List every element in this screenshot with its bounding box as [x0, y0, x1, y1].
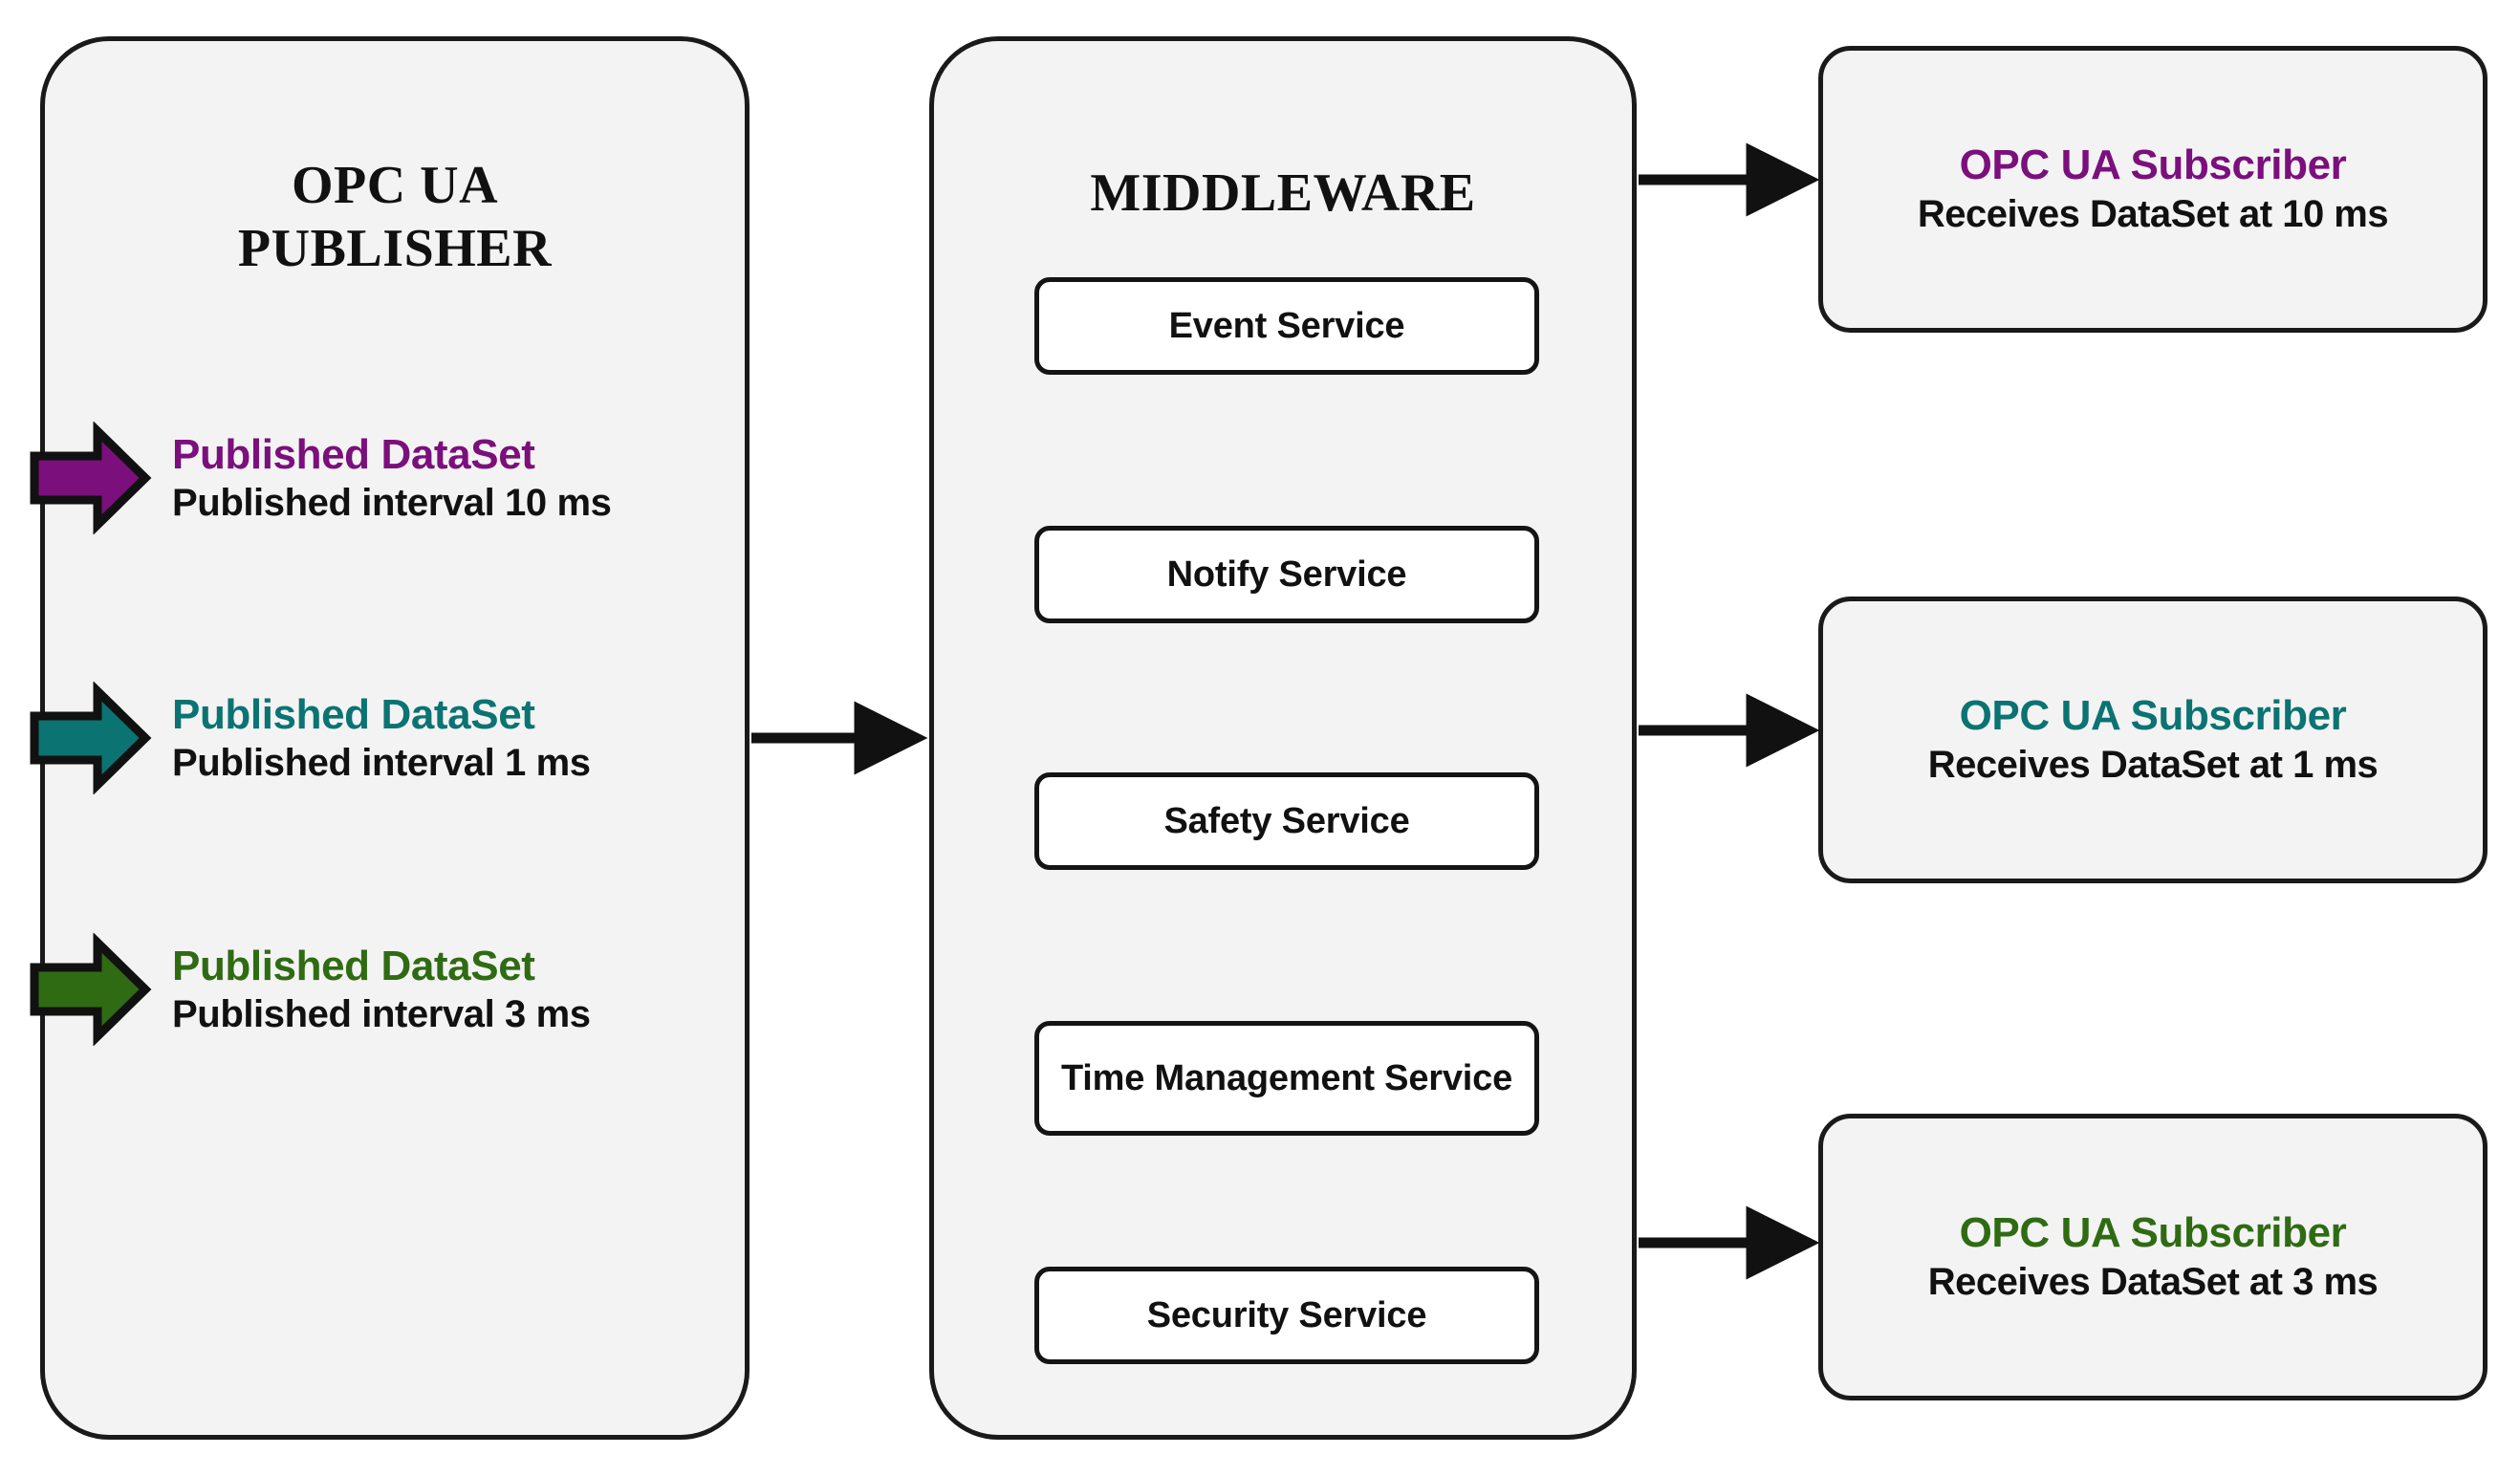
subscriber-title-3: OPC UA Subscriber	[1959, 1208, 2347, 1256]
service-box-time-management[interactable]: Time Management Service	[1034, 1021, 1539, 1136]
subscriber-detail-3: Receives DataSet at 3 ms	[1927, 1261, 2379, 1304]
published-dataset-row-1: Published DataSet Published interval 10 …	[27, 397, 696, 559]
published-dataset-text-1: Published DataSet Published interval 10 …	[172, 430, 696, 525]
subscriber-box-2[interactable]: OPC UA Subscriber Receives DataSet at 1 …	[1818, 597, 2487, 883]
service-label-security: Security Service	[1146, 1294, 1427, 1335]
middleware-panel: MIDDLEWARE	[929, 36, 1637, 1440]
service-label-safety: Safety Service	[1163, 800, 1410, 841]
service-label-event: Event Service	[1168, 305, 1405, 346]
published-dataset-name-1: Published DataSet	[172, 430, 535, 478]
published-dataset-name-3: Published DataSet	[172, 942, 535, 989]
published-dataset-text-3: Published DataSet Published interval 3 m…	[172, 944, 696, 1034]
block-arrow-right-icon	[27, 681, 153, 795]
published-dataset-row-2: Published DataSet Published interval 1 m…	[27, 657, 696, 819]
published-dataset-text-2: Published DataSet Published interval 1 m…	[172, 690, 696, 785]
subscriber-detail-1: Receives DataSet at 10 ms	[1917, 193, 2389, 236]
publisher-title-line1: OPC UA	[291, 156, 499, 215]
published-dataset-interval-2: Published interval 1 ms	[172, 742, 591, 785]
middleware-panel-title: MIDDLEWARE	[1090, 163, 1476, 223]
block-arrow-right-icon	[27, 421, 153, 535]
subscriber-box-3[interactable]: OPC UA Subscriber Receives DataSet at 3 …	[1818, 1114, 2487, 1400]
published-dataset-interval-3: Published interval 3 ms	[172, 993, 591, 1036]
subscriber-title-2: OPC UA Subscriber	[1959, 691, 2347, 739]
subscriber-detail-2: Receives DataSet at 1 ms	[1927, 744, 2379, 787]
published-dataset-row-3: Published DataSet Published interval 3 m…	[27, 908, 696, 1071]
opc-ua-publisher-panel: OPC UA PUBLISHER	[40, 36, 749, 1440]
published-dataset-name-2: Published DataSet	[172, 690, 535, 738]
subscriber-box-1[interactable]: OPC UA Subscriber Receives DataSet at 10…	[1818, 46, 2487, 333]
service-box-notify[interactable]: Notify Service	[1034, 526, 1539, 623]
published-dataset-interval-1: Published interval 10 ms	[172, 482, 612, 525]
service-label-time-management: Time Management Service	[1060, 1057, 1512, 1098]
service-box-safety[interactable]: Safety Service	[1034, 772, 1539, 870]
service-box-event[interactable]: Event Service	[1034, 277, 1539, 375]
service-label-notify: Notify Service	[1166, 554, 1407, 595]
service-box-security[interactable]: Security Service	[1034, 1267, 1539, 1364]
publisher-title-line2: PUBLISHER	[237, 219, 553, 278]
block-arrow-right-icon	[27, 932, 153, 1047]
subscriber-title-1: OPC UA Subscriber	[1959, 141, 2347, 188]
publisher-panel-title: OPC UA PUBLISHER	[45, 154, 745, 280]
